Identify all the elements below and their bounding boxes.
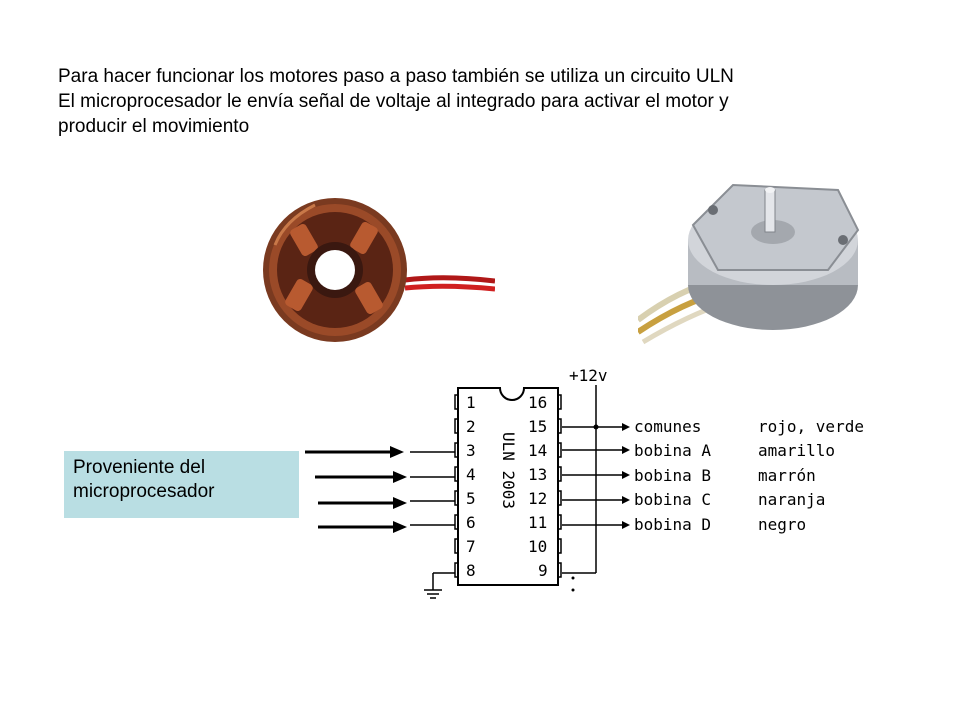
- left-pin-1: 1: [466, 393, 476, 412]
- right-pin-14: 14: [528, 441, 547, 460]
- left-pin-2: 2: [466, 417, 476, 436]
- signal-bobina-a: bobina A: [634, 441, 711, 460]
- color-naranja: naranja: [758, 490, 825, 509]
- right-pin-11: 11: [528, 513, 547, 532]
- input-arrows: [305, 450, 395, 529]
- intro-line-1: Para hacer funcionar los motores paso a …: [58, 66, 734, 87]
- right-pin-13: 13: [528, 465, 547, 484]
- left-pin-5: 5: [466, 489, 476, 508]
- color-amarillo: amarillo: [758, 441, 835, 460]
- signal-bobina-b: bobina B: [634, 466, 711, 485]
- signal-comunes: comunes: [634, 417, 701, 436]
- right-pin-10: 10: [528, 537, 547, 556]
- signal-bobina-d: bobina D: [634, 515, 711, 534]
- microprocessor-note: Proveniente del microprocesador: [64, 451, 299, 518]
- note-line-1: Proveniente del: [73, 457, 206, 478]
- intro-line-2: El microprocesador le envía señal de vol…: [58, 91, 729, 112]
- left-pin-4: 4: [466, 465, 476, 484]
- stepper-motor-photo: [638, 170, 863, 345]
- stator-coil-photo: [255, 185, 495, 355]
- left-pin-7: 7: [466, 537, 476, 556]
- left-pin-6: 6: [466, 513, 476, 532]
- color-marron: marrón: [758, 466, 816, 485]
- signal-bobina-c: bobina C: [634, 490, 711, 509]
- left-pin-8: 8: [466, 561, 476, 580]
- intro-text: Para hacer funcionar los motores paso a …: [58, 64, 918, 139]
- right-pin-9: 9: [538, 561, 548, 580]
- supply-label: +12v: [569, 366, 608, 385]
- note-line-2: microprocesador: [73, 481, 215, 502]
- right-pin-12: 12: [528, 489, 547, 508]
- intro-line-3: producir el movimiento: [58, 116, 250, 137]
- chip-label: ULN 2003: [499, 432, 518, 509]
- uln2003-schematic: +12v 1 2 3 4 5 6 7 8 16 15 14 13 12 11 1…: [305, 366, 864, 599]
- left-pin-3: 3: [466, 441, 476, 460]
- right-pin-15: 15: [528, 417, 547, 436]
- color-rojo-verde: rojo, verde: [758, 417, 864, 436]
- color-negro: negro: [758, 515, 806, 534]
- right-pin-16: 16: [528, 393, 547, 412]
